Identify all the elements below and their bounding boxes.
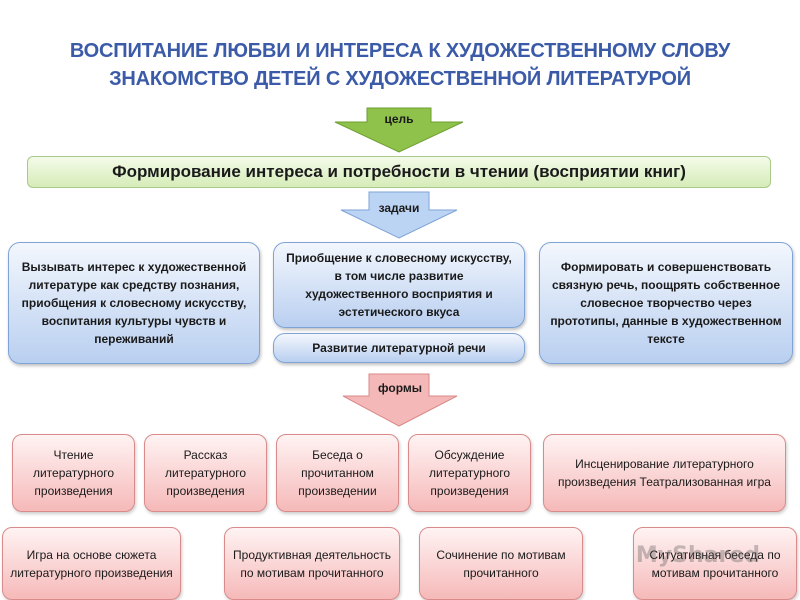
form-box-situational-talk: Ситуативная беседа по мотивам прочитанно… (633, 527, 797, 600)
form-box-staging: Инсценирование литературного произведени… (543, 434, 786, 512)
task-box-2: Приобщение к словесному искусству, в том… (273, 242, 525, 328)
forms-arrow (342, 373, 458, 427)
forms-label: формы (378, 381, 422, 395)
tasks-label: задачи (378, 201, 420, 215)
tasks-arrow (340, 191, 458, 239)
watermark-logo: MyShared (635, 543, 760, 568)
task-box-1: Вызывать интерес к художественной литера… (8, 242, 260, 364)
form-box-productive-activity: Продуктивная деятельность по мотивам про… (224, 527, 400, 600)
goal-arrow (334, 107, 464, 153)
form-box-reading: Чтение литературного произведения (12, 434, 135, 512)
task-box-3: Формировать и совершенствовать связную р… (539, 242, 793, 364)
task-box-speech: Развитие литературной речи (273, 333, 525, 363)
form-box-conversation: Беседа о прочитанном произведении (276, 434, 399, 512)
form-box-plot-game: Игра на основе сюжета литературного прои… (2, 527, 181, 600)
form-box-retelling: Рассказ литературного произведения (144, 434, 267, 512)
diagram-title-line2: ЗНАКОМСТВО ДЕТЕЙ С ХУДОЖЕСТВЕННОЙ ЛИТЕРА… (109, 68, 691, 90)
goal-label: цель (384, 112, 414, 126)
form-box-composition: Сочинение по мотивам прочитанного (419, 527, 583, 600)
goal-box: Формирование интереса и потребности в чт… (27, 156, 771, 188)
form-box-discussion: Обсуждение литературного произведения (408, 434, 531, 512)
diagram-title-line1: ВОСПИТАНИЕ ЛЮБВИ И ИНТЕРЕСА К ХУДОЖЕСТВЕ… (69, 40, 731, 62)
